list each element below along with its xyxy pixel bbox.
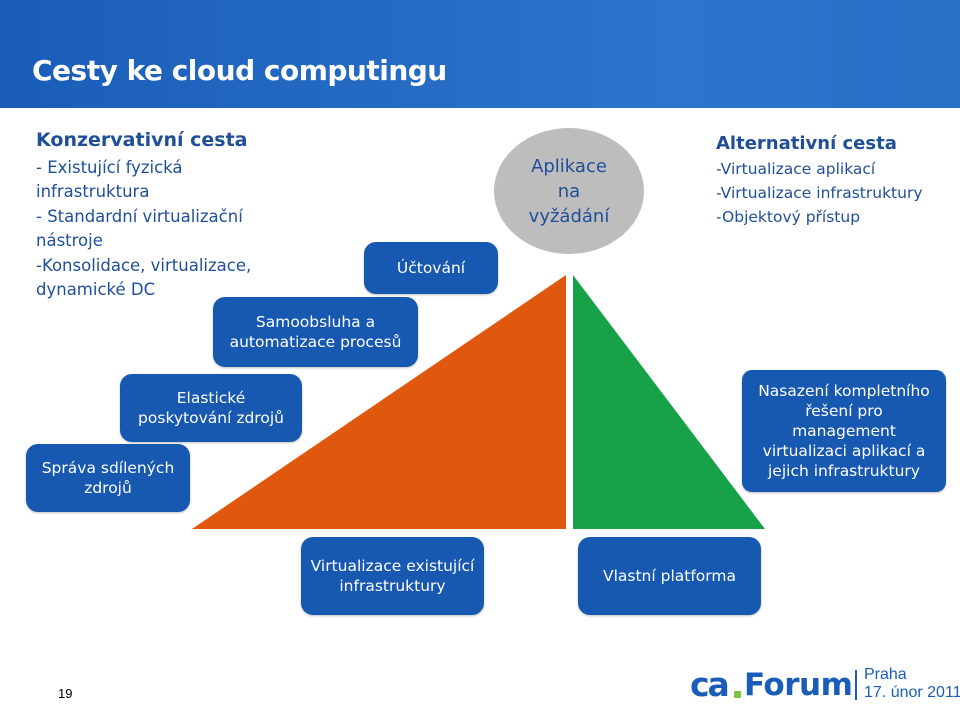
conservative-path-heading: Konzervativní cesta	[36, 129, 248, 151]
conservative-line: - Existující fyzická	[36, 157, 183, 177]
conservative-line: nástroje	[36, 231, 103, 250]
logo-separator	[855, 670, 857, 700]
box-accounting-label: Účtování	[396, 259, 466, 277]
box-shared-resources: Správa sdílených zdrojů	[26, 444, 190, 512]
logo-date: 17. únor 2011	[864, 684, 960, 701]
conservative-line: dynamické DC	[36, 280, 156, 299]
ca-forum-logo: ca Forum Praha 17. únor 2011	[690, 665, 960, 704]
header-bar: Cesty ke cloud computingu	[0, 0, 960, 108]
box-own-platform: Vlastní platforma	[578, 537, 761, 615]
alternative-line: -Virtualizace infrastruktury	[716, 184, 923, 202]
page-title: Cesty ke cloud computingu	[32, 54, 447, 87]
box-self-service-label: Samoobsluha a automatizace procesů	[229, 313, 402, 351]
box-own-platform-label: Vlastní platforma	[603, 567, 736, 585]
page-number: 19	[58, 686, 73, 701]
box-shared-resources-label: Správa sdílených zdrojů	[41, 459, 175, 497]
box-virtualize-existing-label: Virtualizace existující infrastruktury	[310, 557, 475, 595]
box-full-deployment-label: Nasazení kompletního řešení pro manageme…	[758, 382, 930, 480]
alternative-line: -Objektový přístup	[716, 208, 861, 226]
box-accounting: Účtování	[364, 242, 498, 294]
alternative-line: -Virtualizace aplikací	[716, 160, 876, 178]
conservative-line: - Standardní virtualizační	[36, 206, 243, 226]
conservative-line: -Konsolidace, virtualizace,	[36, 255, 252, 275]
box-elastic-provisioning: Elastické poskytování zdrojů	[120, 374, 302, 442]
box-virtualize-existing: Virtualizace existující infrastruktury	[301, 537, 484, 615]
logo-forum-text: Forum	[744, 667, 853, 703]
logo-ca-text: ca	[690, 665, 730, 704]
alternative-path-text: Alternativní cesta -Virtualizace aplikac…	[716, 132, 956, 229]
conservative-line: infrastruktura	[36, 182, 150, 201]
peak-ellipse: Aplikace na vyžádání	[494, 128, 644, 254]
logo-dot	[734, 691, 741, 698]
logo-city: Praha	[864, 666, 907, 683]
peak-label: Aplikace na vyžádání	[528, 155, 610, 227]
conservative-path-text: Konzervativní cesta - Existující fyzická…	[36, 128, 326, 303]
box-full-deployment: Nasazení kompletního řešení pro manageme…	[742, 370, 946, 492]
orange-triangle	[192, 275, 566, 529]
alternative-path-heading: Alternativní cesta	[716, 133, 897, 154]
green-triangle	[573, 275, 765, 529]
box-elastic-provisioning-label: Elastické poskytování zdrojů	[138, 389, 284, 427]
box-self-service: Samoobsluha a automatizace procesů	[213, 297, 418, 367]
